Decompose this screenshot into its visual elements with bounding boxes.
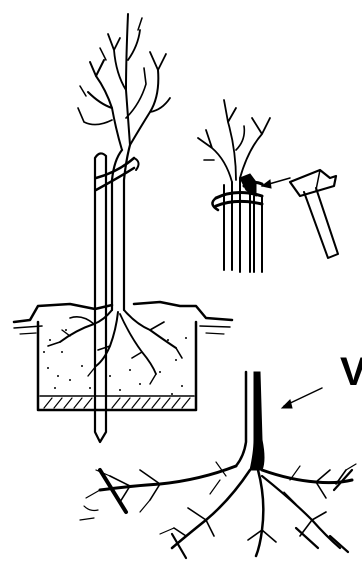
panel-label: V (340, 352, 362, 392)
tying-panel (198, 100, 338, 272)
arrow-icon (262, 178, 290, 188)
root-system-panel (80, 372, 356, 558)
planting-pit (38, 322, 196, 410)
tied-trunk (198, 100, 270, 272)
arrow-icon (282, 388, 322, 408)
roots (80, 462, 356, 556)
hammer-icon (290, 170, 338, 258)
planting-pit-panel (14, 14, 232, 442)
drainage-layer (40, 396, 194, 408)
stake-icon (95, 153, 106, 442)
tree-icon (48, 14, 182, 384)
